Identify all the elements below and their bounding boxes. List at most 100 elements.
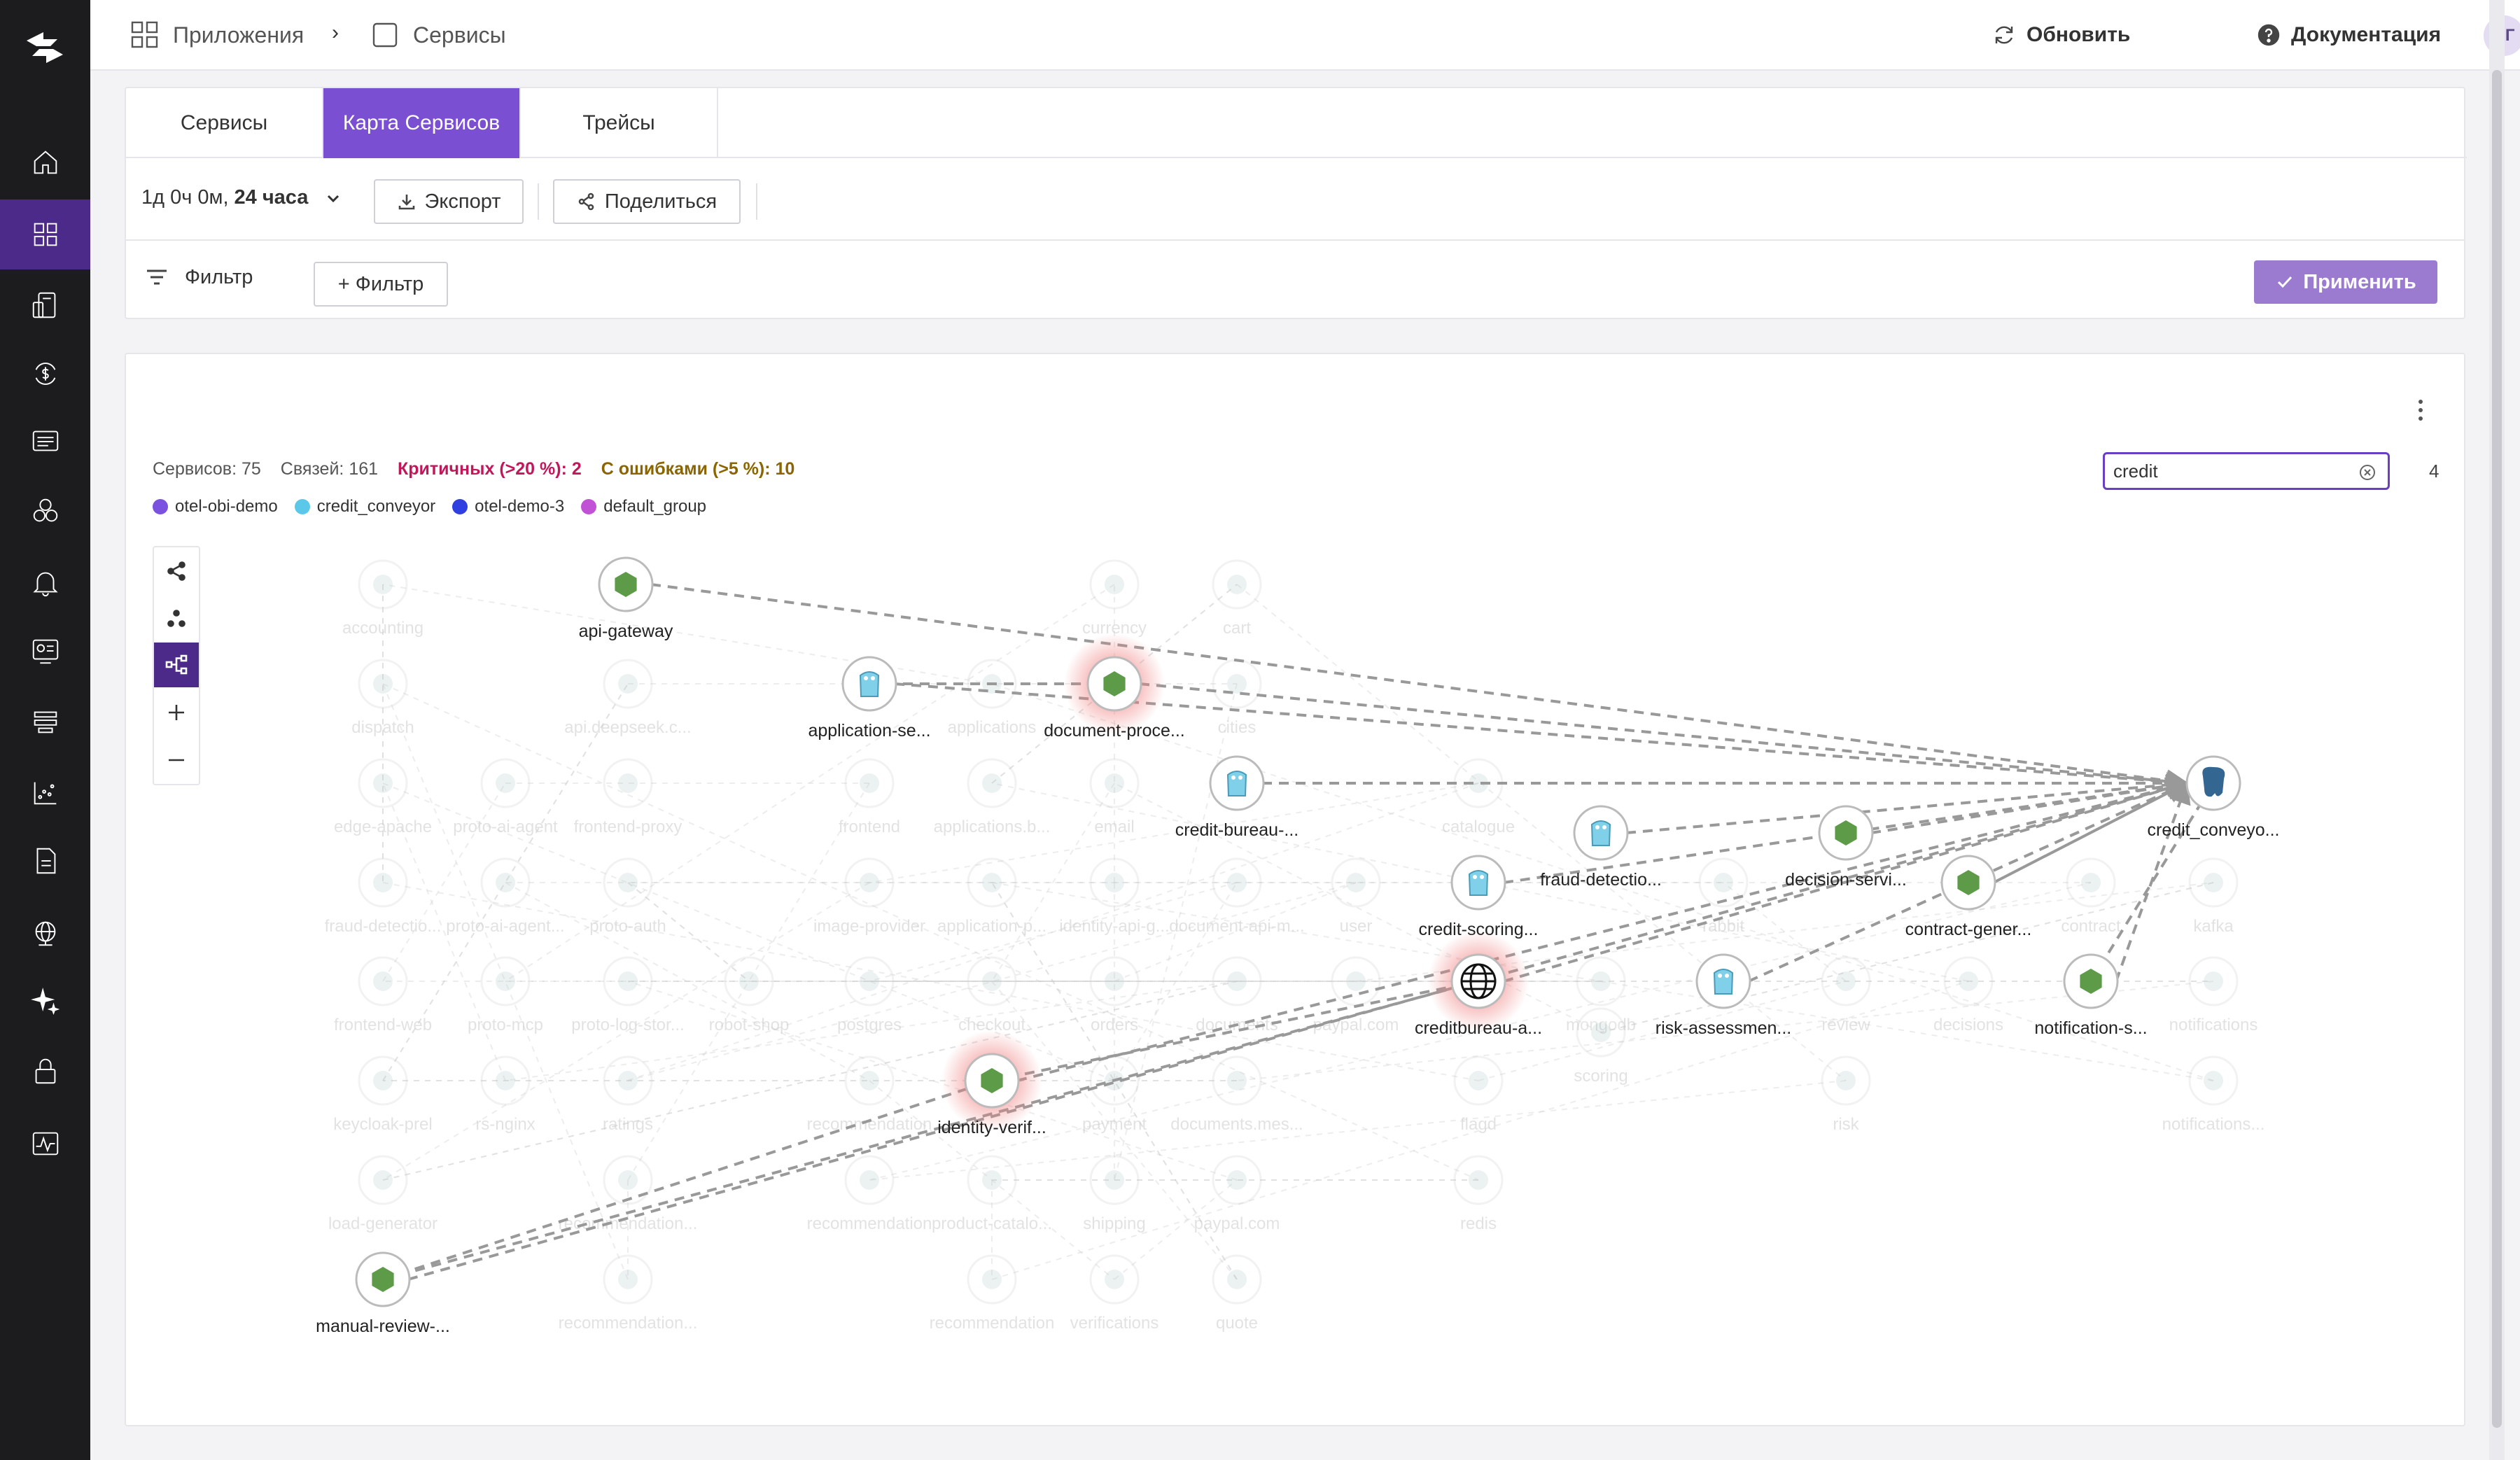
service-node[interactable]: identity-verif... <box>937 1030 1046 1137</box>
faded-node[interactable]: document-api-m... <box>1169 857 1305 936</box>
faded-node[interactable]: decisions <box>1933 956 2003 1034</box>
service-edge[interactable] <box>1993 782 2189 884</box>
service-node[interactable]: credit_conveyo... <box>2148 755 2280 840</box>
tab-traces[interactable]: Трейсы <box>521 88 718 158</box>
layout-force-button[interactable] <box>154 596 199 641</box>
breadcrumb-apps[interactable]: Приложения <box>130 20 304 50</box>
faded-node[interactable]: orders <box>1089 956 1140 1034</box>
faded-node[interactable]: fraud-detectio... <box>325 857 442 936</box>
faded-node[interactable]: proto-ai-agent... <box>446 857 565 936</box>
faded-node[interactable]: documents.mes... <box>1170 1055 1303 1134</box>
share-graph-button[interactable] <box>154 549 199 594</box>
faded-node[interactable]: recommendation <box>807 1155 932 1233</box>
service-edge[interactable] <box>382 980 1479 1281</box>
faded-node[interactable]: paypal.com <box>1313 956 1399 1034</box>
faded-node[interactable]: proto-ai-agent <box>453 758 558 836</box>
faded-node[interactable]: rs-nginx <box>475 1055 536 1134</box>
service-edge[interactable] <box>1870 775 2190 834</box>
service-node[interactable]: document-proce... <box>1044 633 1185 740</box>
service-node[interactable]: contract-gener... <box>1905 855 2032 939</box>
faded-node[interactable]: email <box>1089 758 1140 836</box>
service-edge[interactable] <box>407 778 2190 1281</box>
sidebar-item-services[interactable] <box>0 476 90 546</box>
sidebar-item-home[interactable] <box>0 127 90 197</box>
service-edge[interactable] <box>991 980 1479 1082</box>
faded-node[interactable]: product-catalo... <box>932 1155 1052 1233</box>
service-edge[interactable] <box>1503 775 2190 884</box>
sidebar-item-metrics[interactable] <box>0 758 90 828</box>
faded-node[interactable]: scoring <box>1574 1007 1628 1086</box>
service-node[interactable]: fraud-detectio... <box>1540 805 1662 890</box>
search-input[interactable]: credit <box>2103 452 2390 490</box>
legend-item[interactable]: otel-demo-3 <box>452 497 564 517</box>
faded-node[interactable]: proto-log-stor... <box>571 956 685 1034</box>
faded-node[interactable]: application-p... <box>937 857 1046 936</box>
service-edge[interactable] <box>2115 780 2191 982</box>
more-vertical-icon[interactable] <box>2414 396 2428 424</box>
faded-node[interactable]: mongodb <box>1566 956 1636 1034</box>
faded-node[interactable]: frontend-proxy <box>574 758 682 836</box>
stat-errors[interactable]: С ошибками (>5 %): 10 <box>601 459 795 479</box>
service-edge[interactable] <box>1503 778 2190 983</box>
service-node[interactable]: api-gateway <box>579 556 673 641</box>
sidebar-item-security[interactable] <box>0 1036 90 1106</box>
documentation-button[interactable]: Документация <box>2256 18 2441 52</box>
faded-node[interactable]: user <box>1331 857 1381 936</box>
faded-node[interactable]: image-provider <box>813 857 925 936</box>
faded-node[interactable]: verifications <box>1070 1254 1159 1333</box>
faded-node[interactable]: documents <box>1196 956 1278 1034</box>
faded-node[interactable]: applications.b... <box>934 758 1051 836</box>
export-button[interactable]: Экспорт <box>374 179 524 224</box>
faded-node[interactable]: quote <box>1212 1254 1262 1333</box>
faded-node[interactable]: ratings <box>603 1055 653 1134</box>
service-node[interactable]: credit-bureau-... <box>1175 755 1298 840</box>
faded-node[interactable]: risk <box>1821 1055 1871 1134</box>
faded-node[interactable]: keycloak-prel <box>333 1055 433 1134</box>
tab-service-map[interactable]: Карта Сервисов <box>323 88 521 158</box>
apply-button[interactable]: Применить <box>2254 260 2437 304</box>
sidebar-item-apps[interactable] <box>0 199 90 269</box>
service-node[interactable]: manual-review-... <box>316 1251 450 1336</box>
service-node[interactable]: notification-s... <box>2034 953 2148 1038</box>
service-node[interactable]: creditbureau-a... <box>1415 931 1542 1038</box>
scrollbar-thumb[interactable] <box>2492 70 2502 1428</box>
faded-node[interactable]: redis <box>1453 1155 1504 1233</box>
legend-item[interactable]: credit_conveyor <box>294 497 435 517</box>
faded-node[interactable]: edge-apache <box>334 758 432 836</box>
faded-node[interactable]: contract <box>2061 857 2121 936</box>
service-node[interactable]: application-se... <box>808 656 931 740</box>
faded-node[interactable]: checkout <box>958 956 1026 1034</box>
service-edge[interactable] <box>2090 782 2215 983</box>
sidebar-item-costs[interactable] <box>0 339 90 409</box>
faded-node[interactable]: flagd <box>1453 1055 1504 1134</box>
page-scrollbar[interactable] <box>2489 0 2505 1460</box>
faded-node[interactable]: recommendation... <box>559 1155 698 1233</box>
sidebar-item-ai[interactable] <box>0 966 90 1036</box>
zoom-out-button[interactable] <box>154 738 199 782</box>
faded-node[interactable]: api.deepseek.c... <box>564 659 692 737</box>
tab-services[interactable]: Сервисы <box>126 88 323 158</box>
service-edge[interactable] <box>382 1079 993 1281</box>
service-node[interactable]: risk-assessmen... <box>1656 953 1791 1038</box>
add-filter-button[interactable]: + Фильтр <box>314 262 448 307</box>
faded-node[interactable]: robot-shop <box>709 956 790 1034</box>
faded-node[interactable]: cart <box>1212 559 1262 638</box>
faded-node[interactable]: load-generator <box>328 1155 438 1233</box>
sidebar-item-dashboards[interactable] <box>0 616 90 686</box>
faded-node[interactable]: currency <box>1082 559 1147 638</box>
service-node[interactable]: credit-scoring... <box>1419 855 1539 939</box>
zoom-in-button[interactable] <box>154 690 199 735</box>
faded-node[interactable]: applications <box>948 659 1037 737</box>
stat-critical[interactable]: Критичных (>20 %): 2 <box>398 459 582 479</box>
service-edge[interactable] <box>894 682 2190 793</box>
faded-node[interactable]: notifications... <box>2162 1055 2265 1134</box>
faded-node[interactable]: paypal.com <box>1194 1155 1280 1233</box>
faded-node[interactable]: recommendation <box>930 1254 1055 1333</box>
legend-item[interactable]: otel-obi-demo <box>153 497 278 517</box>
faded-node[interactable]: rabbit <box>1698 857 1749 936</box>
faded-node[interactable]: notifications <box>2169 956 2258 1034</box>
faded-node[interactable]: frontend-web <box>334 956 432 1034</box>
faded-node[interactable]: recommendation <box>807 1055 932 1134</box>
service-edge[interactable] <box>1625 773 2190 834</box>
faded-node[interactable]: cities <box>1212 659 1262 737</box>
